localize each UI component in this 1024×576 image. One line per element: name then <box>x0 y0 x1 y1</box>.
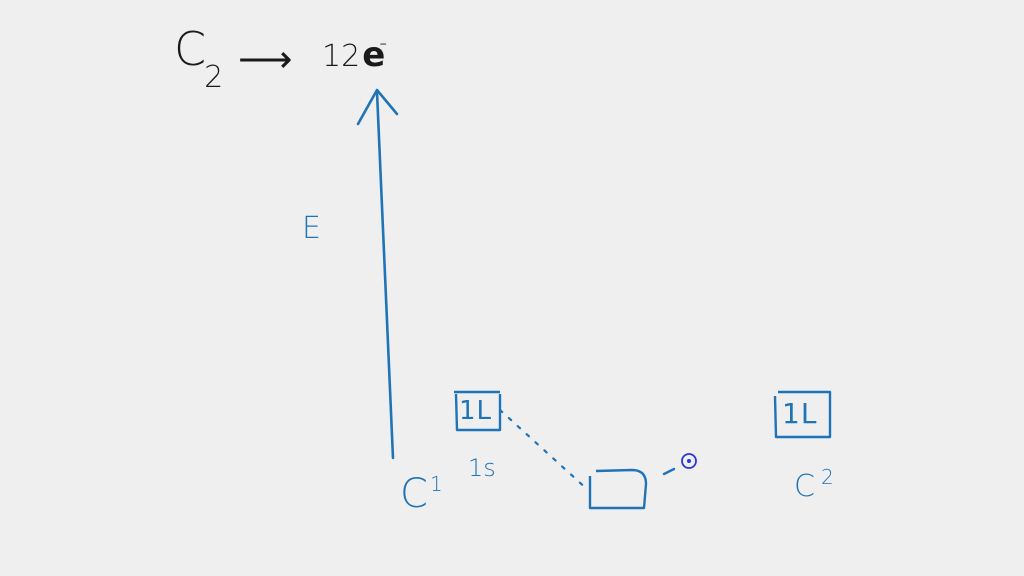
molecular-orbital-box <box>588 468 648 510</box>
right-atom-superscript: 2 <box>820 465 834 489</box>
right-orbital-spins: 1L <box>782 397 818 430</box>
electron-symbol: e <box>362 35 386 75</box>
formula-base: C <box>174 22 207 76</box>
pen-cursor-icon <box>681 453 697 469</box>
formula-arrow: ⟶ <box>238 37 293 81</box>
orbital-dash-mark <box>662 467 676 476</box>
correlation-dotted-line <box>498 408 590 492</box>
left-orbital-label: 1s <box>468 454 496 482</box>
energy-axis-label: E <box>302 211 321 246</box>
energy-axis-arrowhead <box>356 88 399 126</box>
electron-charge: - <box>379 31 388 56</box>
left-orbital-box <box>454 390 502 432</box>
electron-count-number: 12 <box>322 39 361 74</box>
right-atom-base: C <box>794 469 815 504</box>
right-orbital-box <box>773 390 832 439</box>
energy-axis-line <box>375 90 395 460</box>
left-orbital-spins: 1L <box>459 396 493 426</box>
left-atom-base: C <box>400 471 428 517</box>
left-atom-superscript: 1 <box>429 472 443 496</box>
electron-count: 12e- <box>322 33 393 75</box>
formula-c2: C2 <box>174 26 225 93</box>
formula-subscript: 2 <box>204 60 224 95</box>
